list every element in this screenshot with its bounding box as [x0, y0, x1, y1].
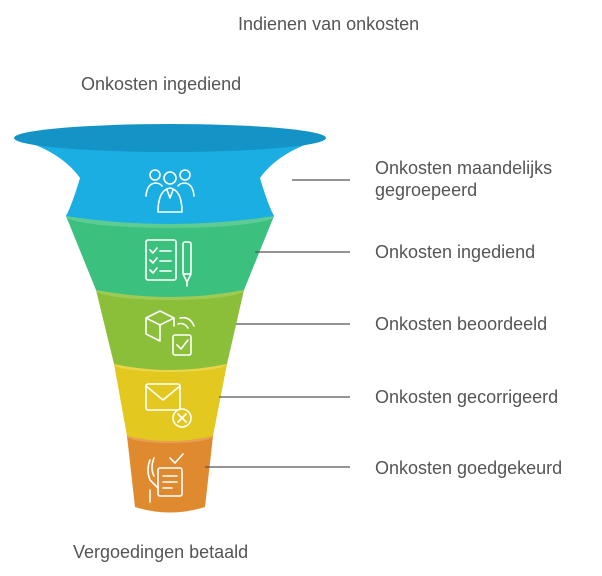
stage-label-1: Onkosten maandelijks gegroepeerd: [375, 157, 552, 201]
stage-label-1-line1: Onkosten maandelijks: [375, 158, 553, 178]
funnel-stage-1-rim: [14, 124, 326, 152]
funnel-stage-3: [96, 290, 244, 370]
checklist-pen-icon: [145, 239, 192, 287]
funnel-stage-2: [66, 216, 274, 297]
box-check-icon: [145, 310, 195, 356]
stage-label-4: Onkosten gecorrigeerd: [375, 387, 559, 407]
funnel-stage-4: [114, 364, 227, 441]
group-people-icon: [145, 169, 195, 213]
funnel-stage-1: [14, 138, 326, 224]
stage-label-1-line2: gegroepeerd: [375, 180, 478, 200]
hand-document-check-icon: [147, 453, 184, 503]
bottom-label: Vergoedingen betaald: [73, 542, 249, 562]
top-label: Onkosten ingediend: [81, 74, 242, 94]
diagram-title: Indienen van onkosten: [238, 14, 420, 34]
mail-x-icon: [145, 383, 192, 428]
stage-label-5: Onkosten goedgekeurd: [375, 458, 563, 478]
stage-label-3: Onkosten beoordeeld: [375, 314, 548, 334]
funnel-stage-5: [127, 436, 213, 513]
stage-label-2: Onkosten ingediend: [375, 242, 536, 262]
